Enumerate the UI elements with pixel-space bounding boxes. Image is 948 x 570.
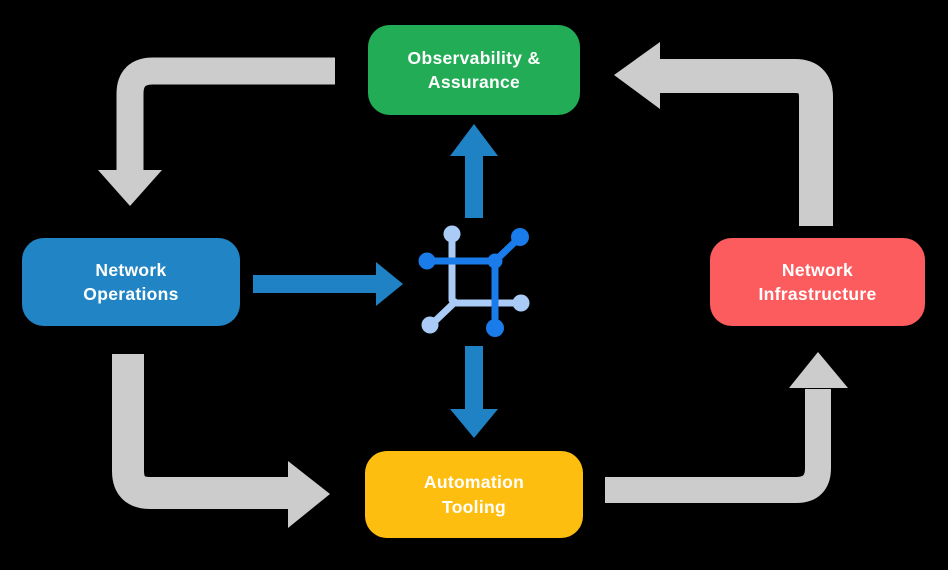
node-observability-assurance: Observability & Assurance (368, 25, 580, 115)
node-label-line: Observability & (407, 47, 541, 68)
arrow-operations-to-automation (112, 354, 330, 528)
node-label-line: Assurance (427, 72, 521, 92)
node-label-line: Infrastructure (758, 284, 877, 304)
arrow-automation-to-infrastructure (605, 352, 848, 503)
node-label-line: Operations (83, 284, 179, 304)
arrow-center-to-observability (450, 124, 498, 218)
node-network-operations: Network Operations (22, 238, 240, 326)
network-mesh-icon (418, 225, 530, 337)
arrow-infrastructure-to-observability (614, 42, 833, 226)
node-label-line: Network (95, 259, 167, 280)
node-label-line: Tooling (442, 496, 506, 517)
node-label-line: Network (781, 259, 854, 280)
arrow-center-to-automation (450, 346, 498, 438)
node-network-infrastructure: Network Infrastructure (710, 238, 925, 326)
arrow-operations-to-center (253, 262, 403, 306)
arrow-observability-to-operations (98, 57, 335, 206)
node-label-line: Automation (423, 472, 525, 493)
node-automation-tooling: Automation Tooling (365, 451, 583, 538)
